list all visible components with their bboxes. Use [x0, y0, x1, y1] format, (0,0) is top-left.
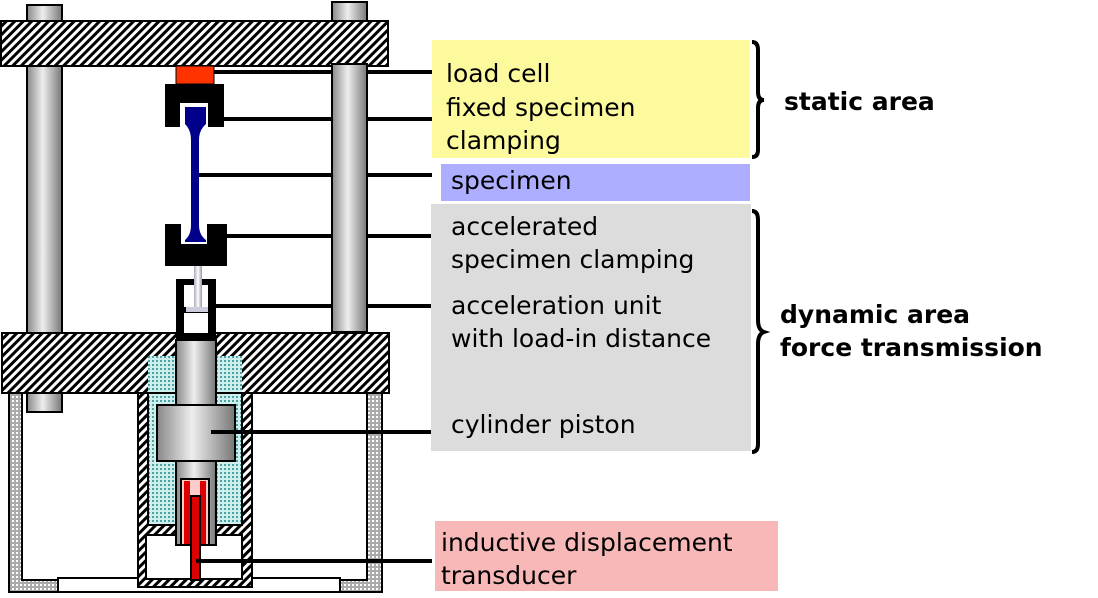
top-crosshead [0, 20, 389, 67]
label-fixed-clamp-1: fixed specimen [446, 93, 636, 122]
group-dynamic-1: dynamic area [780, 300, 971, 329]
label-accel-clamp-2: specimen clamping [451, 245, 695, 274]
specimen-bar [185, 107, 206, 242]
label-load-cell: load cell [446, 59, 551, 88]
transducer-box [435, 521, 778, 591]
transducer-core [190, 495, 201, 581]
label-accel-unit-1: acceleration unit [451, 291, 662, 320]
label-accel-clamp-1: accelerated [451, 212, 599, 241]
load-cell [175, 65, 215, 85]
label-transducer-1: inductive displacement [441, 528, 733, 557]
static-box [432, 40, 750, 158]
group-dynamic-2: force transmission [780, 333, 1043, 362]
label-accel-unit-2: with load-in distance [451, 324, 712, 353]
label-specimen: specimen [451, 166, 572, 195]
group-static: static area [784, 87, 935, 116]
label-fixed-clamp-2: clamping [446, 126, 561, 155]
label-piston: cylinder piston [451, 410, 636, 439]
label-transducer-2: transducer [441, 561, 577, 590]
specimen-box [441, 164, 750, 201]
dynamic-box [431, 204, 751, 451]
